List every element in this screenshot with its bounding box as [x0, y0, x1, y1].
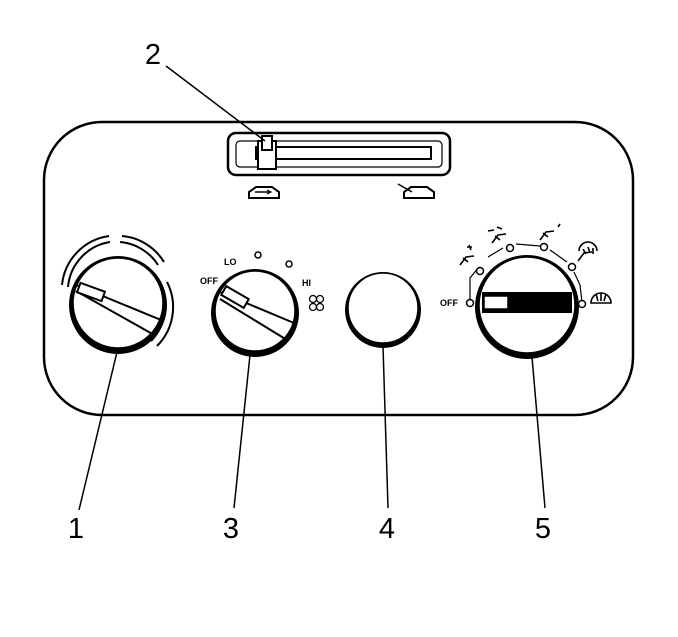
fan-position-dots — [254, 251, 293, 268]
callout-1: 1 — [67, 513, 85, 545]
ac-button[interactable] — [345, 272, 421, 348]
callout-2: 2 — [144, 39, 162, 71]
callout-5: 5 — [534, 513, 552, 545]
mode-dot-floor — [539, 242, 549, 252]
mode-arc-guide — [469, 243, 583, 303]
mode-selector-knob[interactable] — [475, 255, 579, 359]
fan-off-label: OFF — [200, 276, 218, 286]
callout-leader-lines — [78, 65, 546, 511]
fan-lo-label: LO — [224, 257, 237, 267]
bi-level-icon — [487, 226, 507, 244]
callout-4: 4 — [378, 513, 396, 545]
fan-speed-knob[interactable] — [211, 269, 299, 357]
mode-off-label: OFF — [440, 298, 458, 308]
floor-icon — [539, 223, 561, 241]
temperature-knob[interactable] — [69, 256, 167, 354]
mode-dot-off — [465, 298, 475, 308]
mode-position-dots — [465, 242, 587, 309]
recirculation-icon — [248, 186, 280, 199]
mode-dot-defrost — [577, 299, 587, 309]
defog-blend-icon — [577, 241, 598, 262]
mode-dot-blend — [567, 262, 577, 272]
fan-icon — [308, 294, 325, 312]
mode-dot-bilevel — [505, 243, 515, 253]
fan-dot-2 — [285, 260, 293, 268]
defrost-icon — [590, 292, 612, 304]
slider-handle[interactable] — [257, 135, 277, 170]
air-inlet-slider[interactable] — [226, 131, 452, 177]
control-panel-outline — [42, 120, 635, 417]
fan-hi-label: HI — [302, 278, 311, 288]
vent-icon — [459, 244, 475, 266]
outside-air-icon — [397, 183, 435, 199]
callout-3: 3 — [222, 513, 240, 545]
mode-dot-vent — [475, 266, 485, 276]
fan-dot-1 — [254, 251, 262, 259]
